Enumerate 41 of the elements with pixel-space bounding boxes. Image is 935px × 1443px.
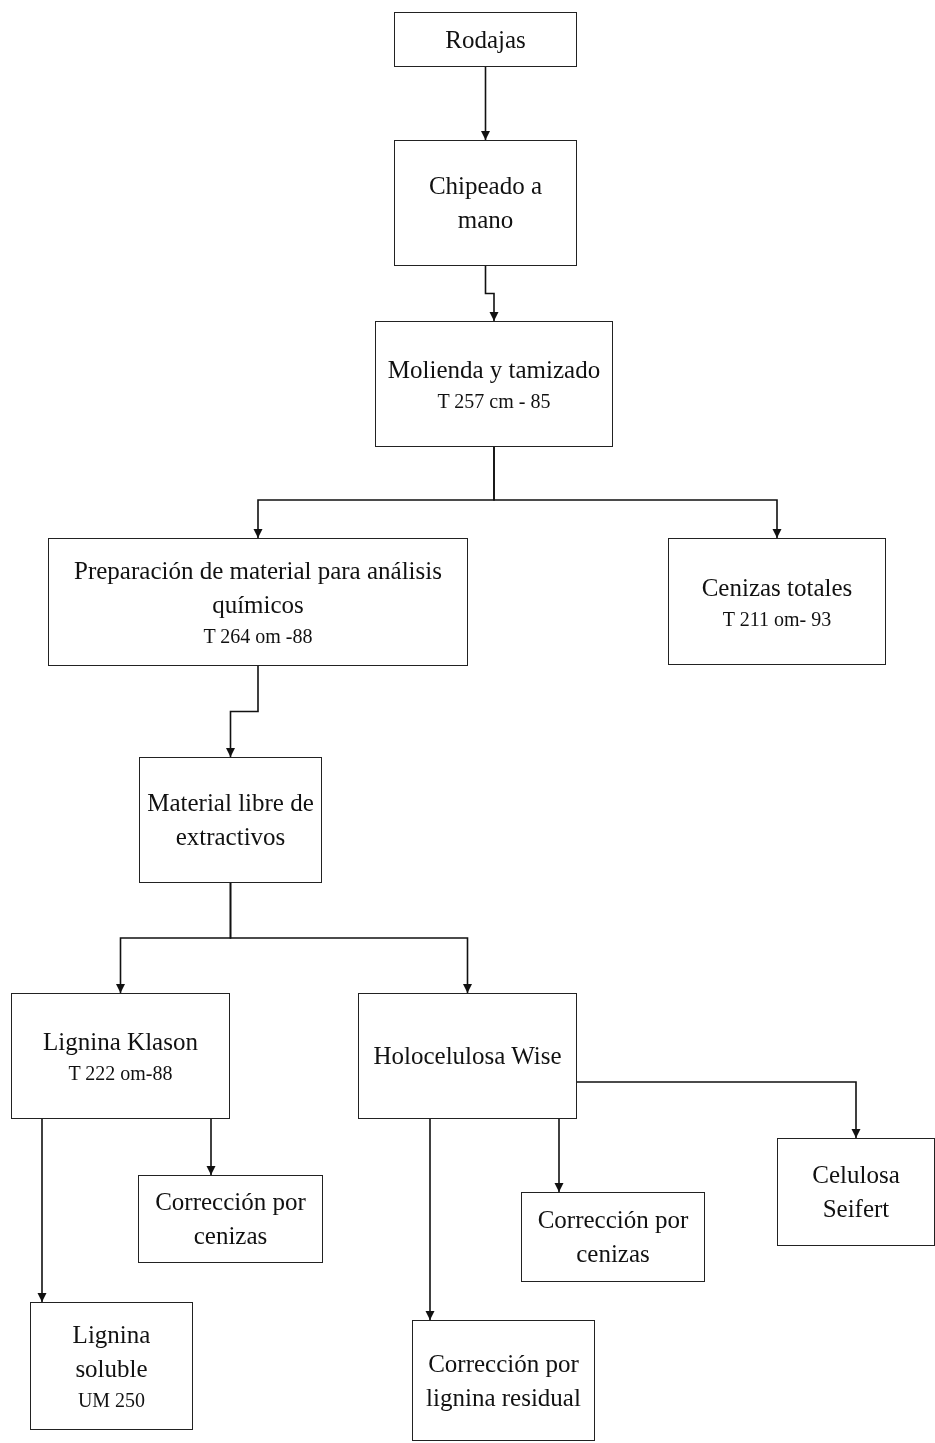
process-box [139,757,322,883]
step-label: Molienda y tamizado [387,355,601,385]
step-label: Celulosa Seifert [811,1160,901,1224]
step-label: Cenizas totales [701,572,853,603]
process-box [48,538,468,666]
arrow [226,665,259,758]
arrow [229,882,472,994]
standard-code: T 222 om-88 [68,1061,173,1086]
step-label: Preparación de material para análisis químicos [73,556,443,620]
step-label: Lignina soluble [71,1320,152,1384]
process-box [394,140,577,266]
standard-code: T 264 om -88 [203,624,313,649]
step-label: Corrección por lignina residual [425,1348,582,1413]
process-box [668,538,886,665]
process-box [394,12,577,67]
process-box [412,1320,595,1441]
standard-code: T 257 cm - 85 [437,389,551,414]
step-label: Corrección por cenizas [154,1187,307,1251]
step-label: Rodajas [445,24,526,55]
process-box [777,1138,935,1246]
step-label: Material libre de extractivos [146,788,315,852]
arrow [493,446,782,539]
arrow [554,1118,564,1193]
arrow [37,1118,47,1303]
standard-code: UM 250 [77,1388,146,1413]
process-box [375,321,613,447]
step-label: Corrección por cenizas [536,1205,690,1269]
process-box [358,993,577,1119]
process-box [138,1175,323,1263]
process-box [30,1302,193,1430]
process-box [521,1192,705,1282]
arrow [484,265,499,322]
arrow [481,66,490,141]
process-box [11,993,230,1119]
step-label: Chipeado a mano [427,171,544,235]
arrow [425,1118,435,1321]
step-label: Holocelulosa Wise [373,1041,562,1071]
arrow [576,1081,861,1139]
step-label: Lignina Klason [43,1027,198,1057]
standard-code: T 211 om- 93 [722,606,832,632]
arrow [206,1118,216,1176]
